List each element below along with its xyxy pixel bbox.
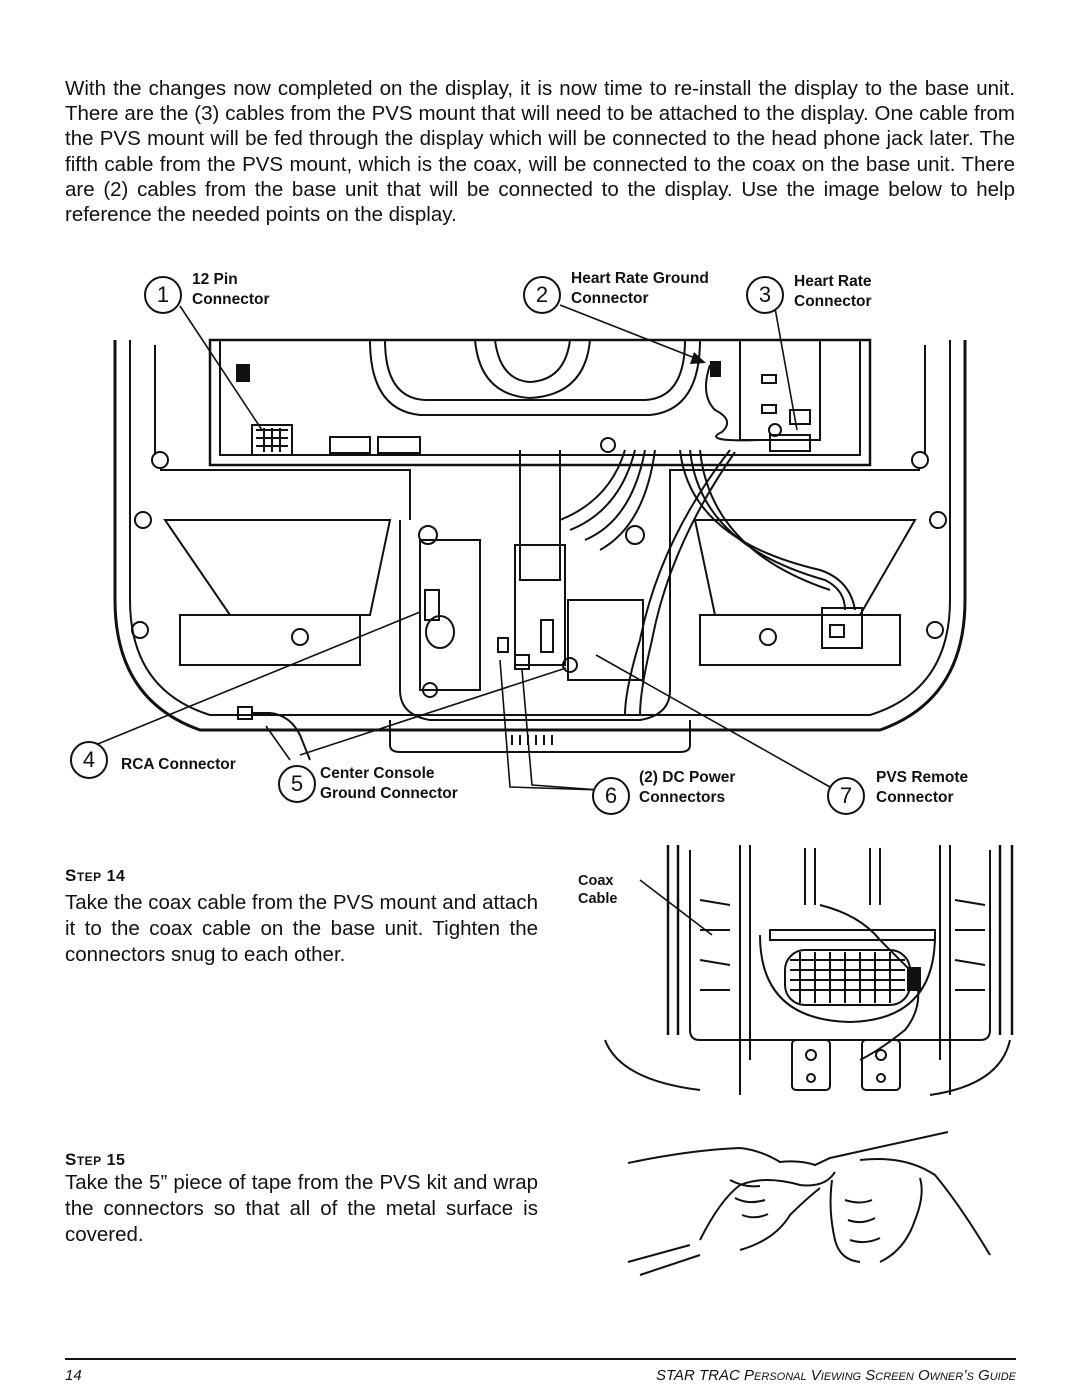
step-14-text: Take the coax cable from the PVS mount a… xyxy=(65,891,538,966)
callout-1-number: 1 xyxy=(144,276,182,314)
callout-6-label: (2) DC Power Connectors xyxy=(639,769,736,806)
callout-7-number: 7 xyxy=(827,777,865,815)
step-15-prefix: Step xyxy=(65,1150,102,1169)
guide-title: STAR TRAC Personal Viewing Screen Owner’… xyxy=(655,1367,1016,1384)
callout-3-label: Heart Rate Connector xyxy=(794,273,872,310)
step-15-number: 15 xyxy=(106,1152,126,1169)
footer-rule xyxy=(65,1358,1016,1360)
step-14-prefix: Step xyxy=(65,866,102,885)
callout-2-number: 2 xyxy=(523,276,561,314)
callout-4-label: RCA Connector xyxy=(121,756,236,773)
callout-4-number: 4 xyxy=(70,741,108,779)
page-number: 14 xyxy=(65,1367,82,1384)
step-14-number: 14 xyxy=(106,868,126,885)
callout-2-label: Heart Rate Ground Connector xyxy=(571,270,709,307)
callout-5-number: 5 xyxy=(278,765,316,803)
step-14-heading: Step 14 xyxy=(65,866,125,886)
callout-7-label: PVS Remote Connector xyxy=(876,769,969,806)
callout-5-label: Center Console Ground Connector xyxy=(320,765,458,802)
intro-paragraph: With the changes now completed on the di… xyxy=(65,77,1015,227)
callout-1-label: 12 Pin Connector xyxy=(192,271,270,308)
coax-cable-label: Coax Cable xyxy=(578,873,618,907)
step-15-text: Take the 5” piece of tape from the PVS k… xyxy=(65,1171,538,1246)
display-wiring-diagram xyxy=(87,304,967,791)
callout-6-number: 6 xyxy=(592,777,630,815)
step-15-heading: Step 15 xyxy=(65,1150,125,1170)
callout-3-number: 3 xyxy=(746,276,784,314)
